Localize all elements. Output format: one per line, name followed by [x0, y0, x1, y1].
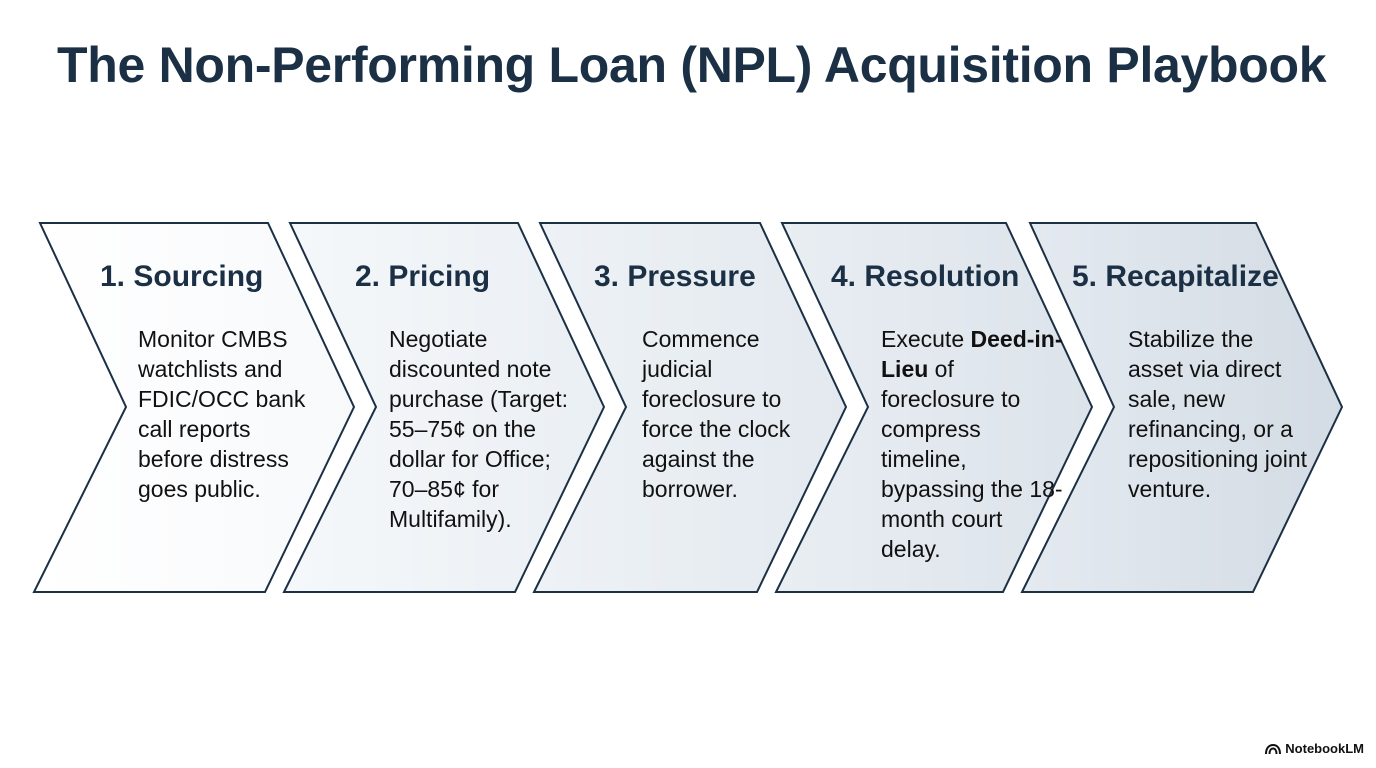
step-description: Negotiate discounted note purchase (Targ… [389, 326, 568, 532]
chevron-step-1 [32, 222, 356, 593]
page-title: The Non-Performing Loan (NPL) Acquisitio… [57, 37, 1327, 93]
step-recapitalize: 5. Recapitalize Stabilize the asset via … [0, 222, 1340, 593]
step-pricing: 2. Pricing Negotiate discounted note pur… [0, 222, 600, 593]
chevron-step-4 [774, 222, 1094, 593]
step-description: Stabilize the asset via direct sale, new… [1128, 326, 1308, 502]
step-text-emphasis: Deed-in-Lieu [881, 326, 1063, 382]
step-heading: 2. Pricing [355, 260, 491, 293]
step-description: Commence judicial foreclosure to force t… [642, 326, 791, 502]
chevron-step-3 [532, 222, 848, 593]
step-text-part: Execute [881, 326, 971, 352]
chevron-step-2 [282, 222, 606, 593]
notebooklm-logo-icon [1265, 743, 1282, 754]
step-pressure: 3. Pressure Commence judicial foreclosur… [0, 222, 840, 593]
step-heading: 4. Resolution [831, 260, 1020, 293]
step-heading: 1. Sourcing [100, 260, 264, 293]
chevron-step-5 [1020, 222, 1344, 593]
notebooklm-brand: NotebookLM [1265, 741, 1364, 756]
step-description: Monitor CMBS watchlists and FDIC/OCC ban… [138, 326, 306, 502]
step-description: Execute Deed-in-Lieu of foreclosure to c… [881, 324, 1063, 564]
step-heading: 3. Pressure [594, 260, 756, 293]
step-sourcing: 1. Sourcing Monitor CMBS watchlists and … [0, 222, 340, 593]
step-resolution: 4. Resolution Execute Deed-in-Lieu of fo… [0, 222, 1090, 593]
brand-name: NotebookLM [1285, 741, 1364, 756]
step-heading: 5. Recapitalize [1072, 260, 1279, 293]
step-text-part: of foreclosure to compress timeline, byp… [881, 356, 1063, 562]
